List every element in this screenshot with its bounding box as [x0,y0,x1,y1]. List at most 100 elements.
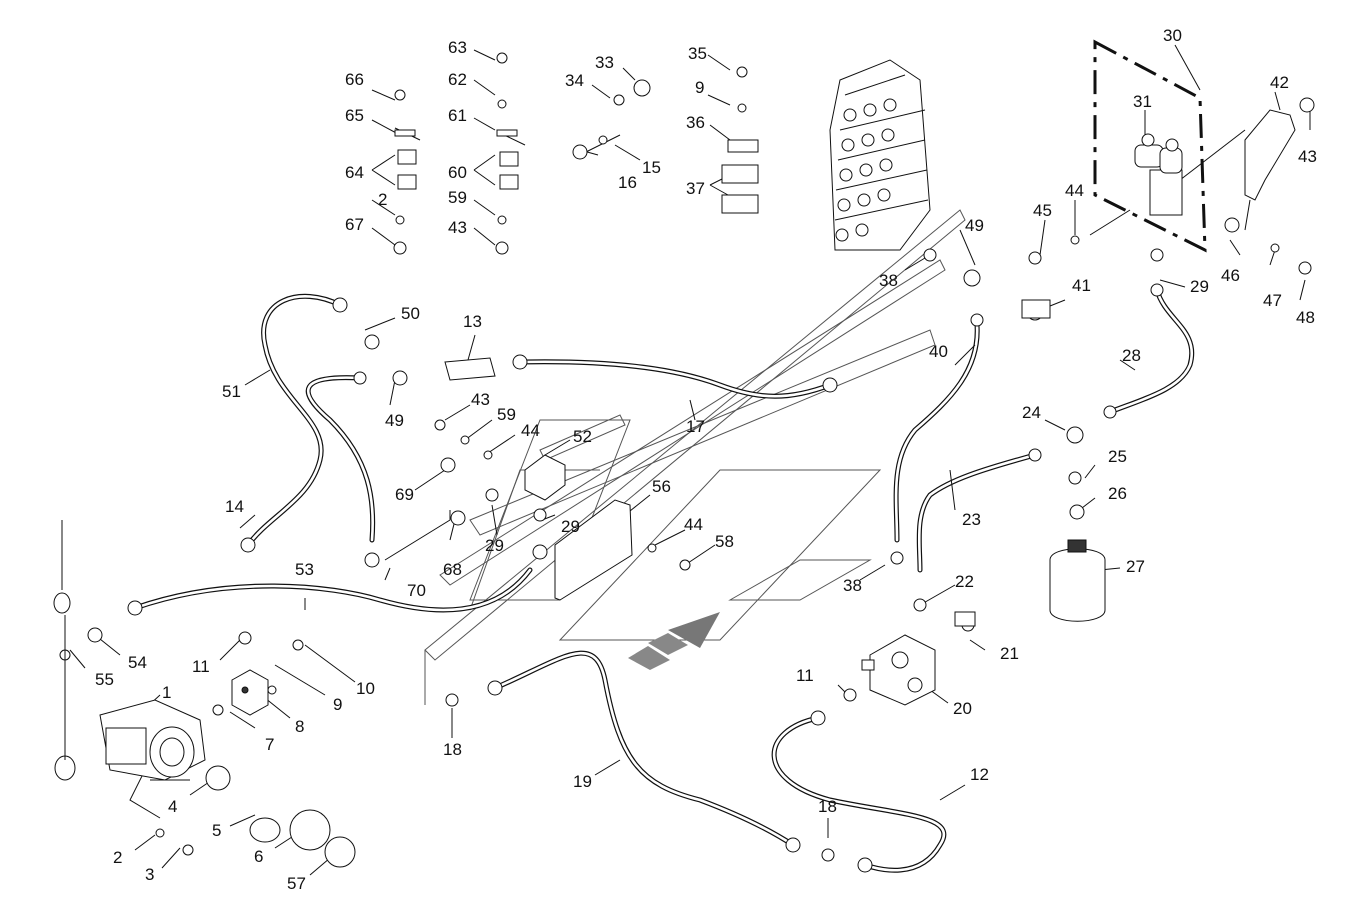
label-57: 57 [287,874,306,893]
label-68: 68 [443,560,462,579]
label-5: 5 [212,821,221,840]
block-52 [524,454,566,501]
pump-1 [99,699,206,781]
label-29: 29 [485,536,504,555]
label-9: 9 [333,695,342,714]
label-45: 45 [1033,201,1052,220]
label-58: 58 [715,532,734,551]
label-23: 23 [962,510,981,529]
label-65: 65 [345,106,364,125]
label-67: 67 [345,215,364,234]
label-51: 51 [222,382,241,401]
label-35: 35 [688,44,707,63]
label-17: 17 [686,417,705,436]
label-16: 16 [618,173,637,192]
label-33: 33 [595,53,614,72]
label-15: 15 [642,158,661,177]
solenoid-valve [1134,133,1183,216]
label-48: 48 [1296,308,1315,327]
label-41: 41 [1072,276,1091,295]
bracket-56 [554,499,633,601]
label-60: 60 [448,163,467,182]
block-8 [231,669,269,716]
label-19: 19 [573,772,592,791]
label-11: 11 [192,657,210,676]
label-63: 63 [448,38,467,57]
label-11: 11 [796,666,814,685]
label-61: 61 [448,106,467,125]
label-3: 3 [145,865,154,884]
label-47: 47 [1263,291,1282,310]
label-55: 55 [95,670,114,689]
label-22: 22 [955,572,974,591]
label-34: 34 [565,71,584,90]
bracket-42 [1244,109,1296,201]
label-18: 18 [443,740,462,759]
hose-51 [245,293,343,548]
label-10: 10 [356,679,375,698]
label-4: 4 [168,797,177,816]
label-20: 20 [953,699,972,718]
label-30: 30 [1163,26,1182,45]
label-36: 36 [686,113,705,132]
label-44: 44 [521,421,540,440]
label-21: 21 [1000,644,1019,663]
label-8: 8 [295,717,304,736]
label-49: 49 [385,411,404,430]
label-52: 52 [573,427,592,446]
label-66: 66 [345,70,364,89]
label-40: 40 [929,342,948,361]
hoses [132,287,1195,873]
label-56: 56 [652,477,671,496]
label-25: 25 [1108,447,1127,466]
tank-27 [1049,539,1106,622]
label-38: 38 [879,271,898,290]
dashed-box-30 [1093,39,1207,253]
label-24: 24 [1022,403,1041,422]
callout-labels: 1 2 2 3 4 5 6 7 8 9 9 10 11 11 12 13 14 … [95,26,1317,893]
label-38: 38 [843,576,862,595]
label-49: 49 [965,216,984,235]
label-59: 59 [497,405,516,424]
label-2: 2 [378,190,387,209]
label-62: 62 [448,70,467,89]
label-26: 26 [1108,484,1127,503]
label-9: 9 [695,78,704,97]
label-28: 28 [1122,346,1141,365]
fittings [53,52,1315,873]
label-2: 2 [113,848,122,867]
label-69: 69 [395,485,414,504]
filter-13 [444,357,496,381]
label-27: 27 [1126,557,1145,576]
label-13: 13 [463,312,482,331]
label-18: 18 [818,797,837,816]
label-1: 1 [162,683,171,702]
label-44: 44 [1065,181,1084,200]
label-42: 42 [1270,73,1289,92]
label-50: 50 [401,304,420,323]
label-29: 29 [561,517,580,536]
label-31: 31 [1133,92,1152,111]
label-43: 43 [471,390,490,409]
label-43: 43 [448,218,467,237]
label-64: 64 [345,163,364,182]
hose-19 [492,650,796,848]
label-54: 54 [128,653,147,672]
label-44: 44 [684,515,703,534]
label-29: 29 [1190,277,1209,296]
label-70: 70 [407,581,426,600]
label-46: 46 [1221,266,1240,285]
label-7: 7 [265,735,274,754]
label-14: 14 [225,497,244,516]
valve-20 [861,634,936,706]
label-37: 37 [686,179,705,198]
label-59: 59 [448,188,467,207]
hose-17 [517,359,833,399]
label-6: 6 [254,847,263,866]
label-12: 12 [970,765,989,784]
label-53: 53 [295,560,314,579]
control-valve-block [829,59,931,251]
watermark [424,209,966,705]
